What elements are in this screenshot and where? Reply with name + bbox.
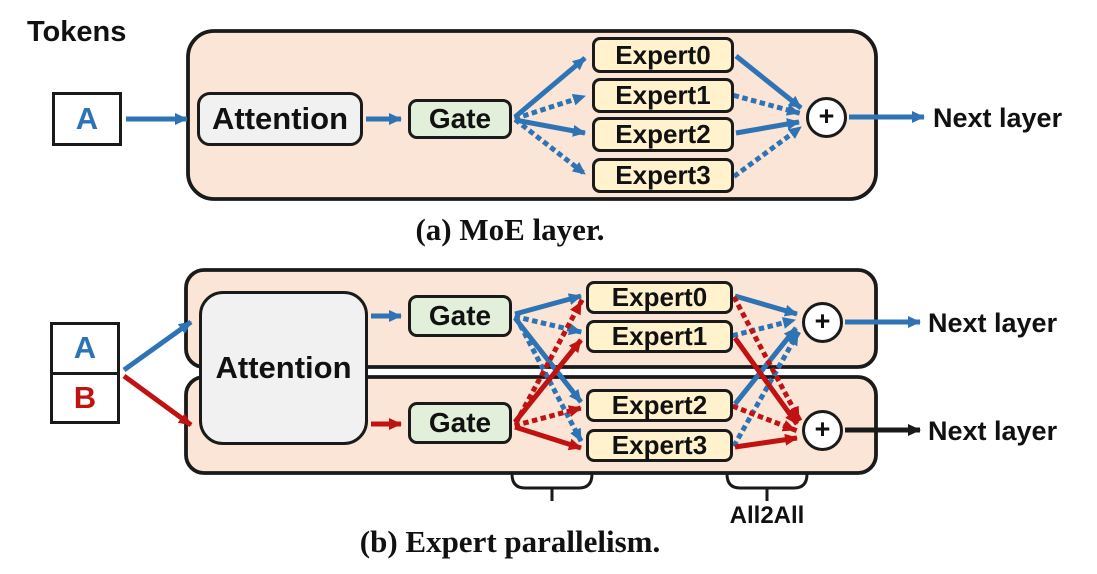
next-layer-label-b-top: Next layer (928, 308, 1058, 338)
token-ab-box: A B (50, 322, 120, 424)
a-expert1-to-sum-arrow-dotted (732, 92, 803, 117)
expert2-box-a: Expert2 (592, 117, 734, 152)
gate-box-b-device1: Gate (408, 402, 512, 444)
gate-box-b-device0: Gate (408, 295, 512, 337)
sum-node-a: + (806, 97, 847, 138)
expert2-box-b: Expert2 (586, 389, 733, 422)
sum-node-b-device0: + (802, 302, 843, 343)
b-gate0-to-expert0-arrow (514, 293, 582, 317)
expert1-box-a: Expert1 (592, 78, 734, 113)
token-a-letter: A (75, 101, 99, 136)
caption-a: (a) MoE layer. (415, 212, 605, 247)
next-layer-label-b-bottom: Next layer (928, 416, 1058, 446)
token-b-cell: B (53, 371, 117, 422)
expert3-box-b: Expert3 (586, 429, 733, 462)
b-gate1-to-expert2-arrow-dotted (513, 404, 585, 429)
b-expert3-to-sum1-arrow (734, 433, 798, 450)
gate-box-a: Gate (408, 99, 512, 139)
b-expert2-to-sum0-arrow (733, 326, 798, 406)
b-expert3-to-sum0-arrow-dotted (731, 329, 802, 448)
b-expert0-to-sum0-arrow (734, 293, 798, 317)
caption-b: (b) Expert parallelism. (359, 524, 661, 559)
expert0-box-b: Expert0 (586, 281, 733, 314)
b-tokenB-to-attention-arrow (122, 373, 193, 428)
a-gate-to-expert1-arrow-dotted (513, 92, 589, 122)
next-layer-label-a: Next layer (933, 103, 1063, 133)
attention-box-b: Attention (199, 291, 368, 445)
sum-node-b-device1: + (802, 410, 843, 451)
a-gate-to-expert3-arrow-dotted (513, 117, 589, 178)
expert0-box-a: Expert0 (592, 37, 734, 73)
b-gate1-to-expert3-arrow (514, 424, 582, 451)
b-gate1-to-expert1-arrow (513, 338, 583, 424)
b-expert1-to-sum1-arrow (732, 336, 800, 426)
token-a-cell: A (73, 330, 97, 366)
attention-box-a: Attention (197, 92, 363, 146)
dispatch-brace (510, 473, 594, 501)
a-gate-to-expert2-arrow (514, 117, 586, 137)
b-expert1-to-sum0-arrow-dotted (731, 316, 799, 339)
b-gate0-to-expert1-arrow-dotted (513, 313, 585, 336)
token-a-box: A (52, 92, 122, 146)
a-expert2-to-sum-arrow (735, 118, 800, 136)
a-gate-to-expert0-arrow (513, 56, 587, 119)
b-gate0-to-expert3-arrow-dotted (513, 315, 585, 445)
expert3-box-a: Expert3 (592, 158, 734, 193)
tokens-label: Tokens (27, 16, 127, 48)
all2all-brace (725, 473, 809, 501)
all2all-label: All2All (729, 502, 805, 529)
a-expert0-to-sum-arrow (734, 54, 803, 110)
b-tokenA-to-attention-arrow (122, 319, 193, 373)
expert1-box-b: Expert1 (586, 320, 733, 353)
b-expert2-to-sum1-arrow-dotted (731, 403, 799, 434)
